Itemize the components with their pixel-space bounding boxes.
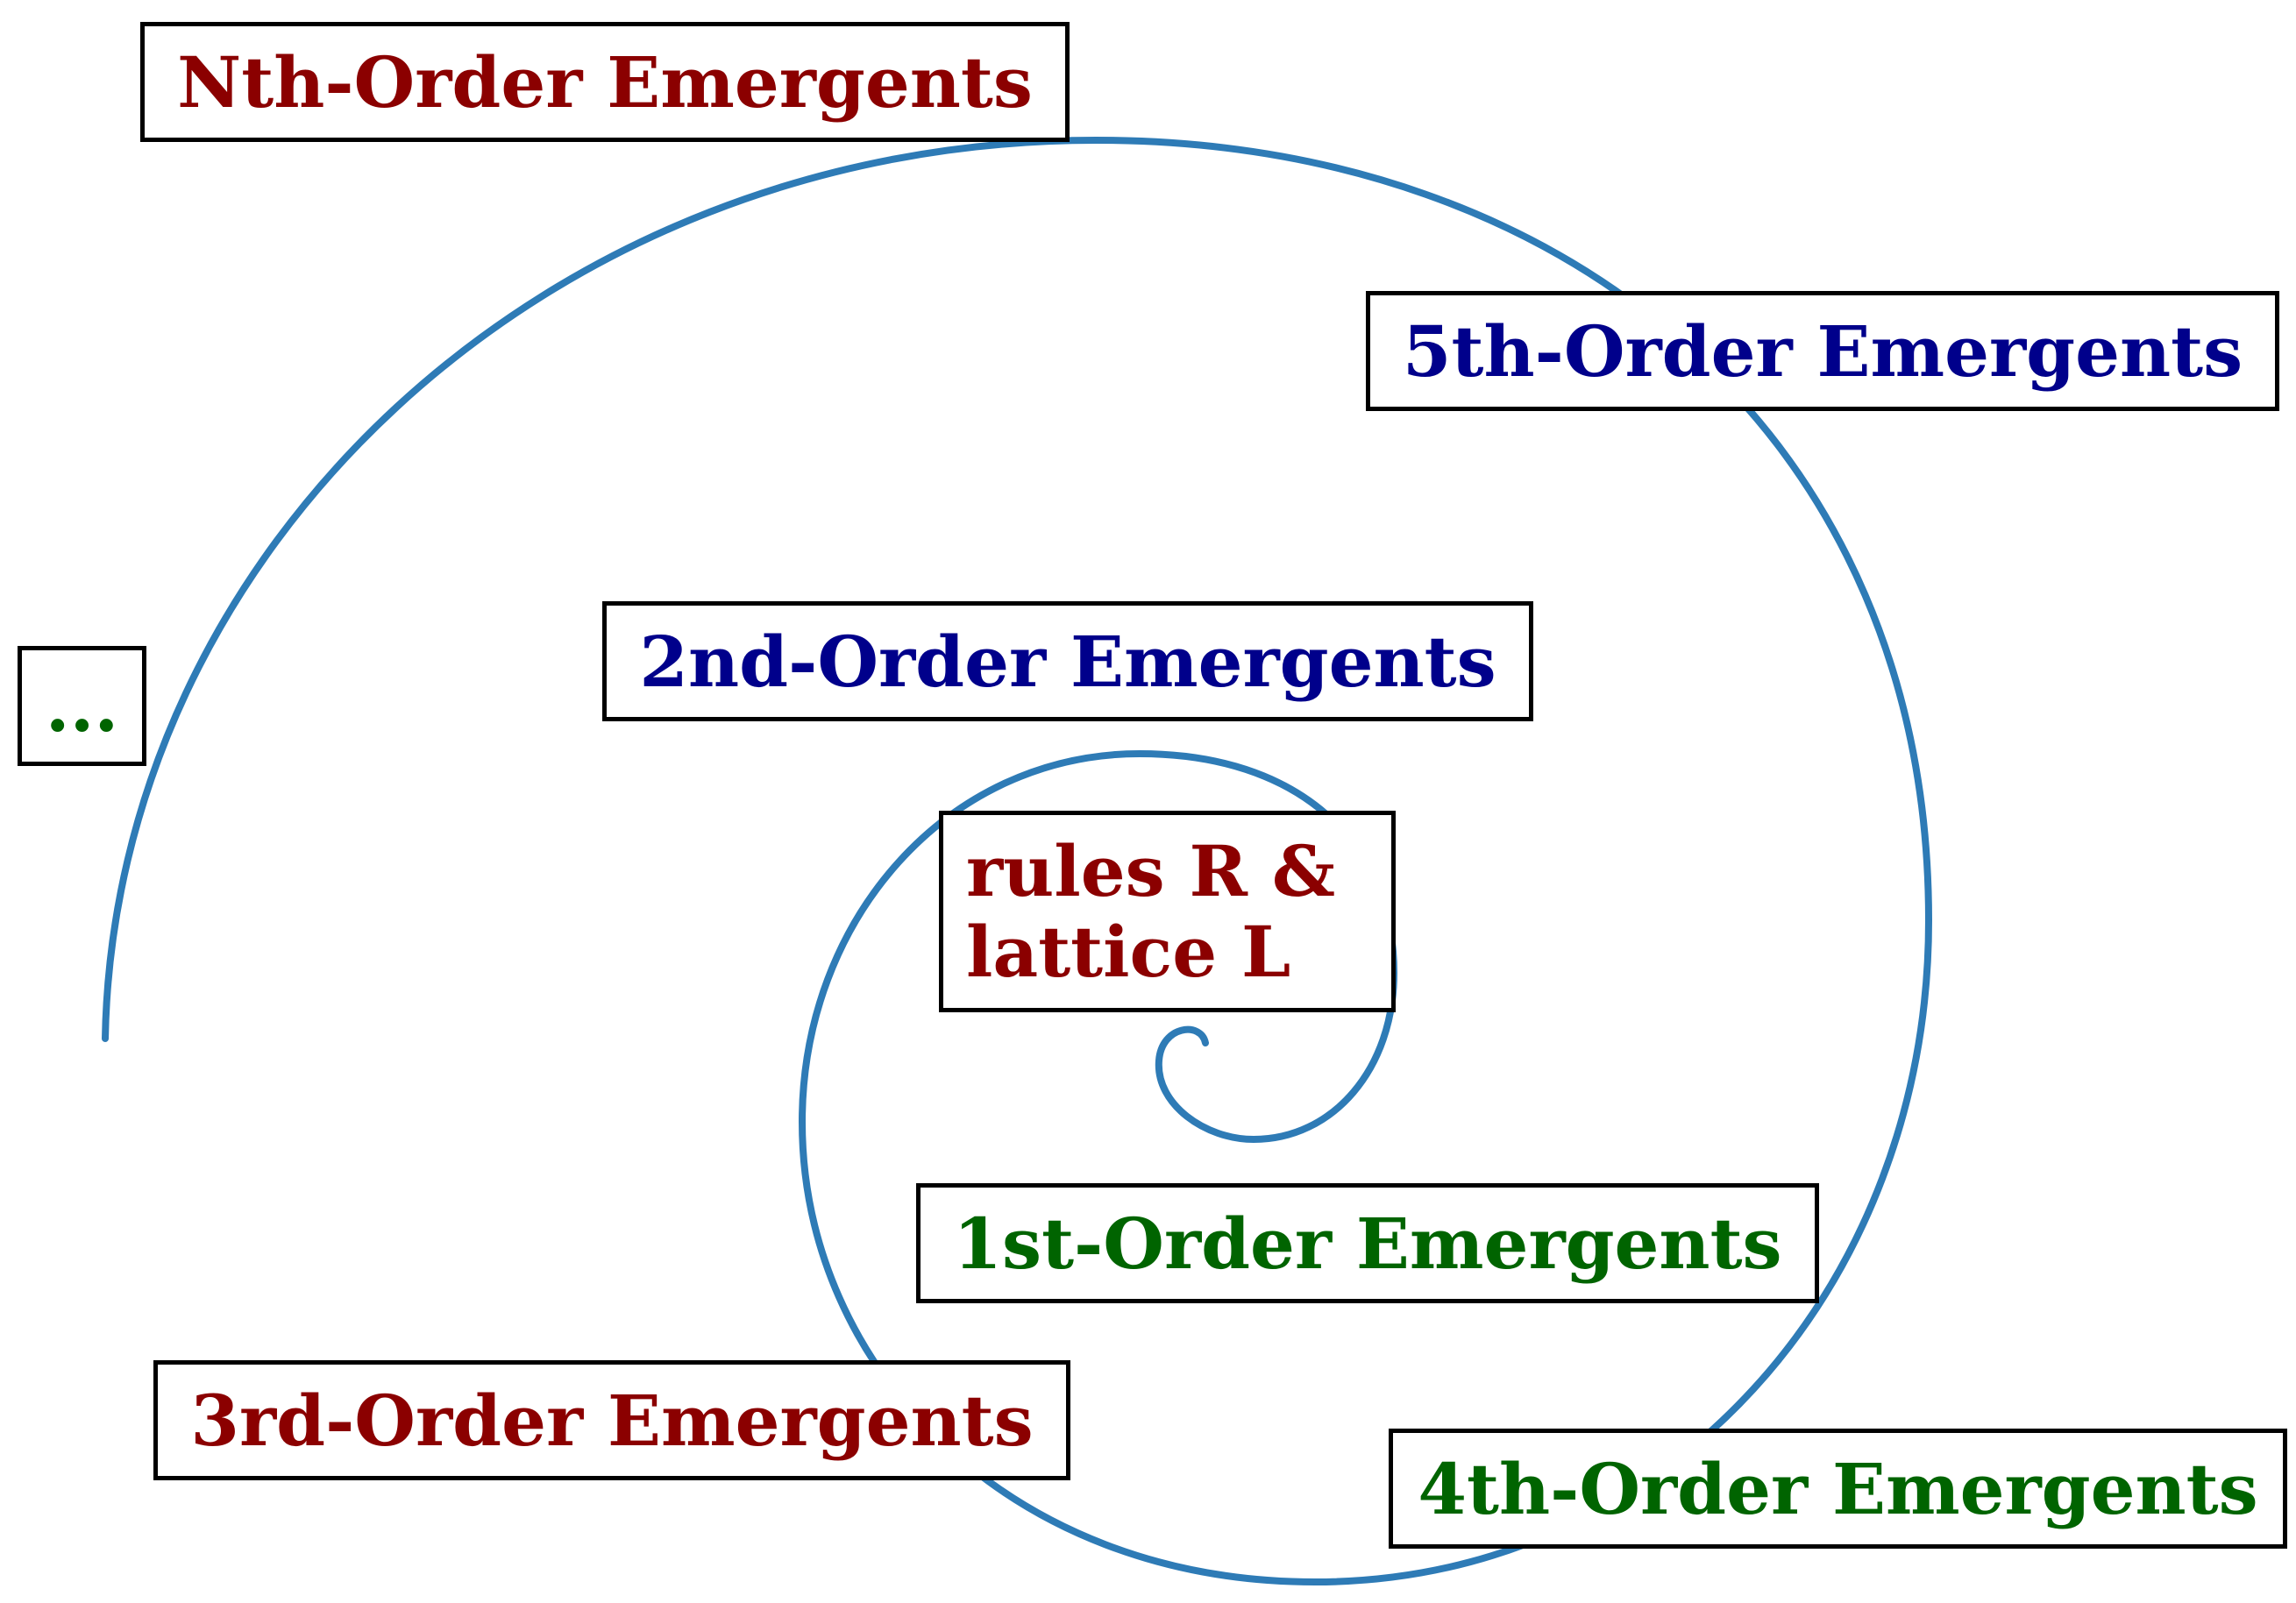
- lattice-label: lattice L: [966, 911, 1291, 993]
- third-order-emergents-label: 3rd-Order Emergents: [190, 1379, 1034, 1462]
- second-order-emergents-label: 2nd-Order Emergents: [639, 620, 1496, 703]
- fourth-order-emergents-box: 4th-Order Emergents: [1389, 1429, 2287, 1549]
- third-order-emergents-box: 3rd-Order Emergents: [153, 1360, 1070, 1480]
- fifth-order-emergents-label: 5th-Order Emergents: [1402, 309, 2243, 393]
- fourth-order-emergents-label: 4th-Order Emergents: [1418, 1447, 2258, 1530]
- fifth-order-emergents-box: 5th-Order Emergents: [1366, 291, 2279, 411]
- nth-order-emergents-label: Nth-Order Emergents: [177, 40, 1033, 124]
- second-order-emergents-box: 2nd-Order Emergents: [602, 601, 1533, 721]
- nth-order-emergents-box: Nth-Order Emergents: [140, 22, 1070, 142]
- ellipsis-box: ...: [18, 646, 146, 766]
- first-order-emergents-label: 1st-Order Emergents: [953, 1202, 1782, 1285]
- rules-lattice-box: rules R & lattice L: [939, 811, 1396, 1012]
- rules-label: rules R &: [966, 830, 1336, 912]
- ellipsis-label: ...: [45, 664, 119, 748]
- first-order-emergents-box: 1st-Order Emergents: [916, 1183, 1819, 1303]
